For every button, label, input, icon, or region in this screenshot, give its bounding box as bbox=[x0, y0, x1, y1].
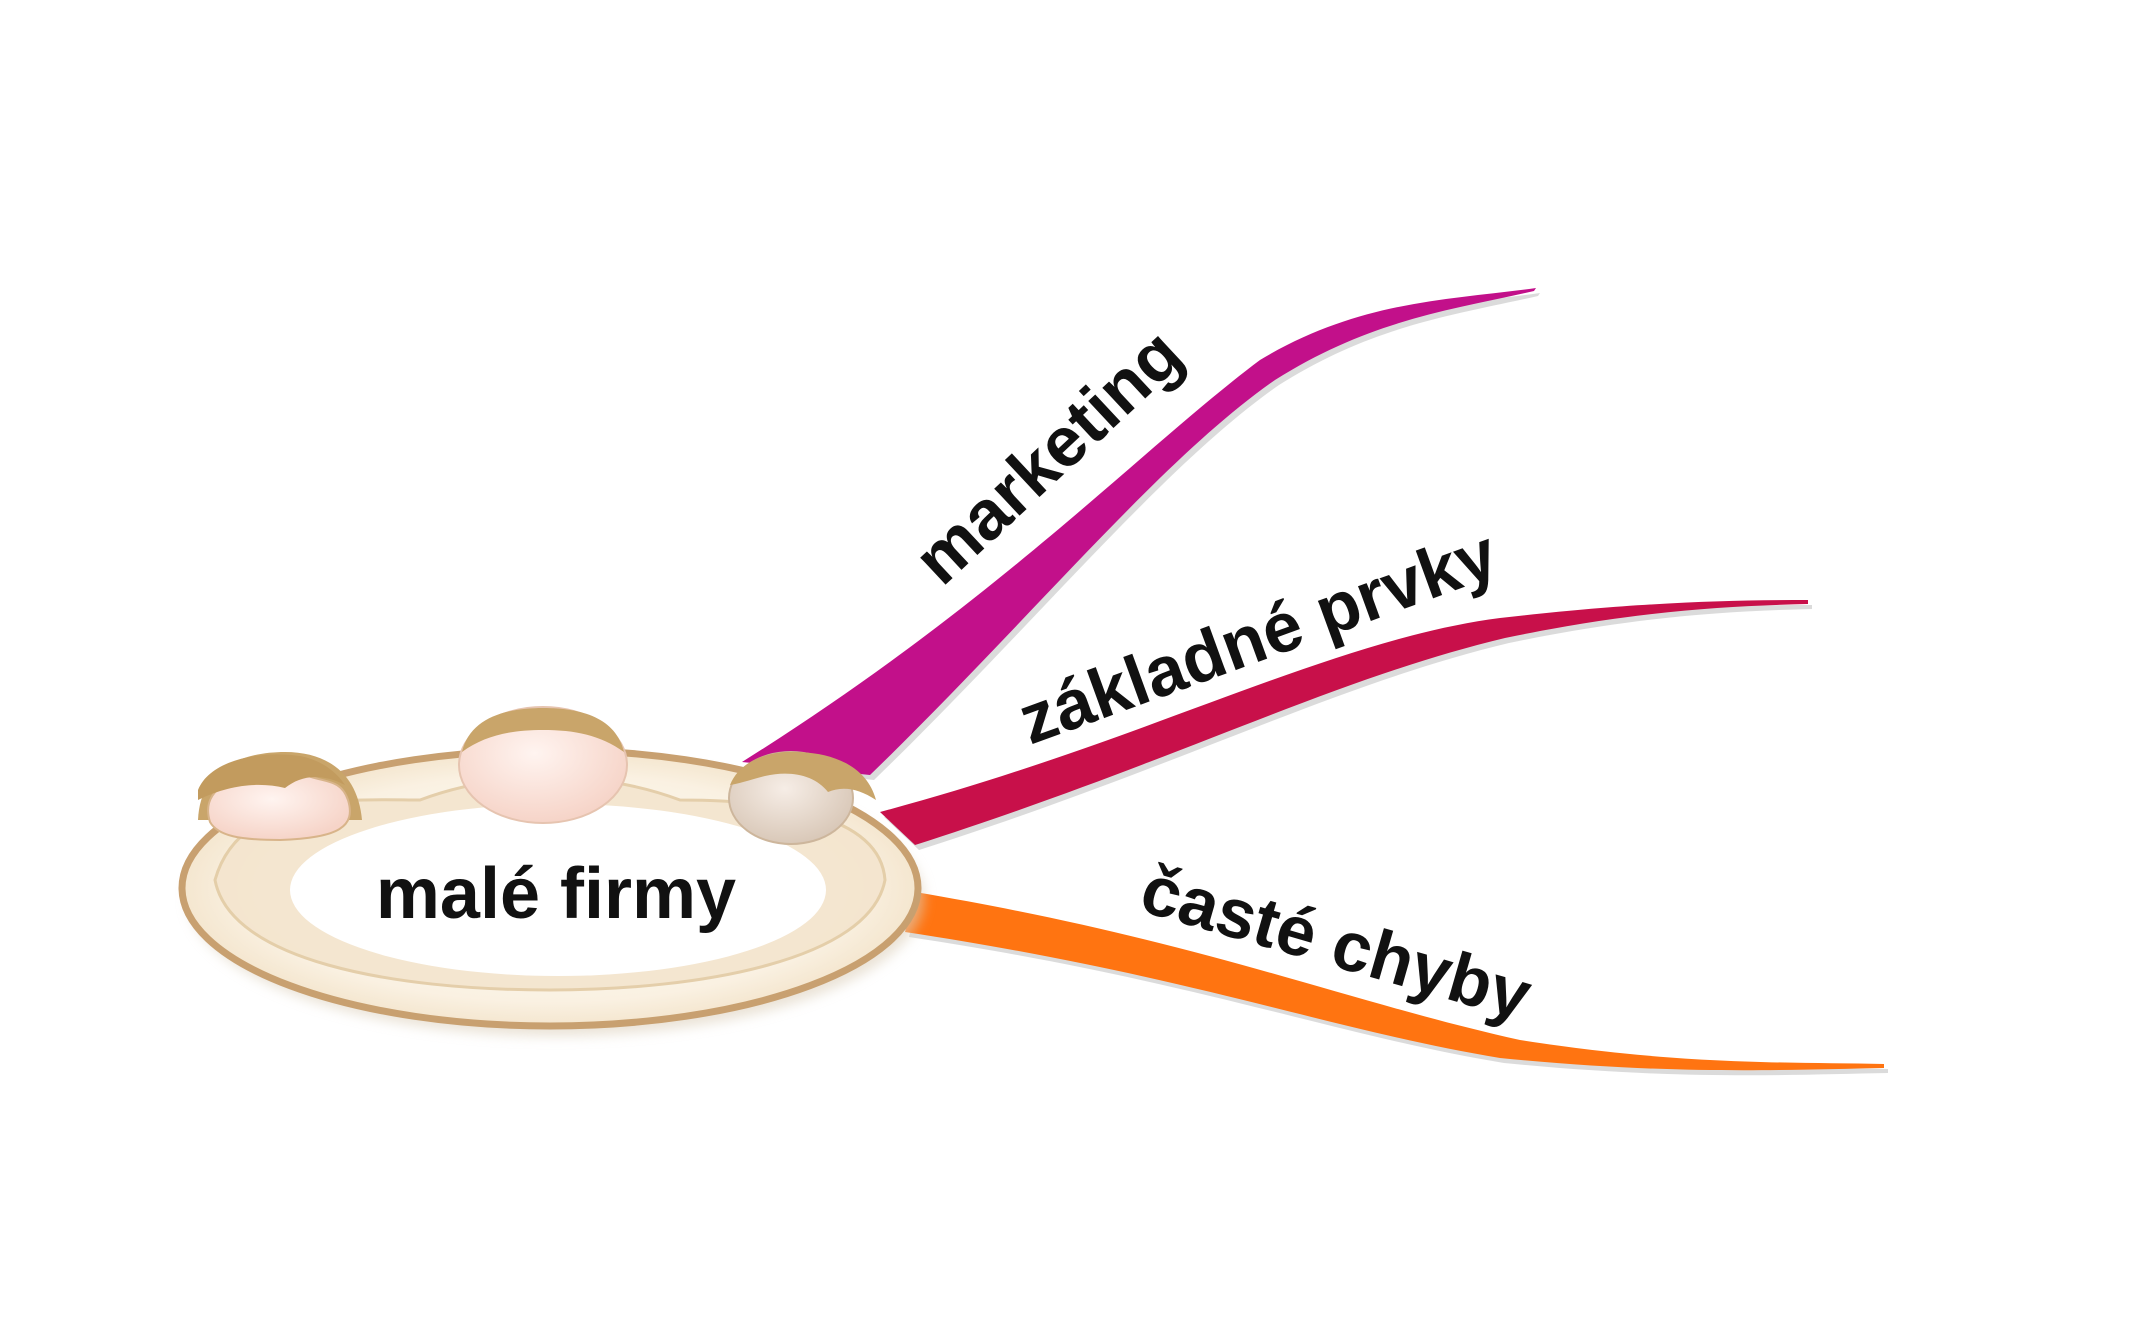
branch-marketing-line bbox=[742, 288, 1536, 775]
branch-caste-chyby[interactable]: časté chyby bbox=[905, 849, 1888, 1076]
branch-zakladne-prvky-shadow bbox=[884, 605, 1812, 850]
person-middle-icon bbox=[458, 706, 628, 824]
branch-caste-chyby-line bbox=[905, 892, 1884, 1071]
person-left-icon bbox=[198, 752, 362, 842]
central-topic[interactable]: malé firmy bbox=[178, 706, 924, 1036]
central-topic-label: malé firmy bbox=[376, 854, 736, 934]
branch-zakladne-prvky-line bbox=[880, 600, 1808, 845]
person-right-icon bbox=[728, 751, 876, 845]
central-topic-center bbox=[290, 804, 826, 976]
